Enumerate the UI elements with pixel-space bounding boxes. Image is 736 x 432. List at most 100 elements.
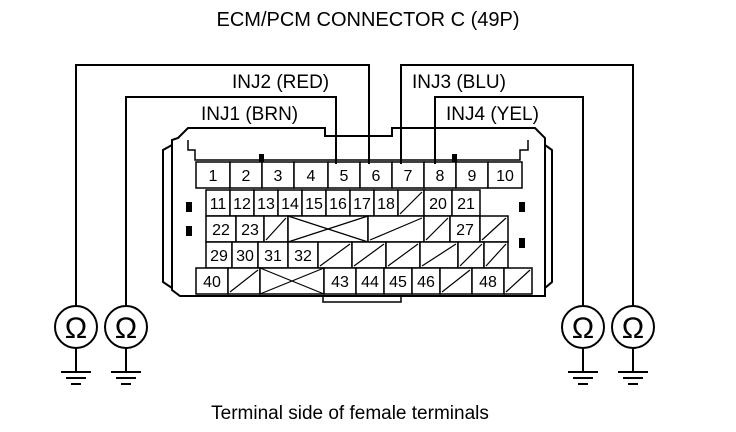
terminal-number: 5	[340, 168, 349, 185]
terminal-cell	[287, 215, 369, 243]
ohm-icon: Ω	[572, 312, 594, 345]
terminal-number: 29	[210, 248, 228, 265]
terminal-cell: 48	[471, 267, 505, 295]
terminal-number: 11	[210, 196, 227, 213]
latch-tab-left-lower	[186, 226, 192, 236]
terminal-number: 44	[361, 274, 379, 291]
terminal-cell: 5	[327, 161, 361, 189]
latch-tab-right	[519, 202, 525, 212]
terminal-cell: 46	[411, 267, 441, 295]
svg-text:INJ2 (RED): INJ2 (RED)	[232, 72, 329, 93]
terminal-cell: 8	[423, 161, 457, 189]
terminal-cell	[317, 241, 353, 269]
probe-label-inj4: INJ4 (YEL)	[442, 101, 570, 125]
ground-icon	[568, 348, 598, 385]
terminal-number: 32	[294, 248, 312, 265]
probe-label-inj1: INJ1 (BRN)	[195, 101, 325, 125]
terminal-cell: 15	[301, 189, 327, 217]
diagram-title: ECM/PCM CONNECTOR C (49P)	[217, 9, 520, 31]
terminal-cell: 13	[253, 189, 279, 217]
terminal-cell: 14	[277, 189, 303, 217]
terminal-cell: 27	[449, 215, 481, 243]
terminal-cell	[385, 241, 421, 269]
terminal-cell: 7	[391, 161, 425, 189]
terminal-cell: 30	[231, 241, 259, 269]
terminal-number: 30	[236, 248, 254, 265]
terminal-cell	[423, 215, 451, 243]
terminal-number: 3	[274, 168, 283, 185]
terminal-cell	[351, 241, 387, 269]
ground-icon	[61, 348, 91, 385]
terminal-number: 23	[241, 222, 259, 239]
terminal-cell: 11	[205, 189, 231, 217]
ohmmeter: Ω	[54, 305, 98, 385]
terminal-number: 45	[389, 274, 407, 291]
terminal-number: 13	[257, 196, 275, 213]
probe-label-inj3: INJ3 (BLU)	[408, 69, 538, 93]
terminal-number: 17	[353, 196, 371, 213]
terminal-cell: 20	[423, 189, 453, 217]
terminal-number: 15	[305, 196, 323, 213]
terminal-number: 31	[264, 248, 282, 265]
probe-label-inj2: INJ2 (RED)	[226, 69, 362, 93]
terminal-number: 48	[479, 274, 497, 291]
terminal-number: 4	[307, 168, 316, 185]
terminal-cell: 22	[205, 215, 237, 243]
latch-tab-right-lower	[519, 238, 525, 248]
terminal-number: 8	[436, 168, 445, 185]
ohm-icon: Ω	[65, 312, 87, 345]
ohmmeter: Ω	[104, 305, 148, 385]
svg-text:INJ4 (YEL): INJ4 (YEL)	[446, 104, 539, 125]
terminal-cell	[457, 241, 485, 269]
terminal-number: 7	[404, 168, 413, 185]
probe-wires	[75, 64, 634, 312]
terminal-number: 1	[209, 168, 218, 185]
terminal-cell: 29	[205, 241, 233, 269]
latch-tab-left	[186, 202, 192, 212]
terminal-cell: 3	[261, 161, 295, 189]
terminal-cell: 43	[323, 267, 357, 295]
terminal-cell: 6	[359, 161, 393, 189]
terminal-number: 12	[233, 196, 251, 213]
terminal-cell: 17	[349, 189, 375, 217]
terminal-cell: 9	[455, 161, 489, 189]
terminal-cell	[227, 267, 261, 295]
terminal-cell: 44	[355, 267, 385, 295]
terminal-cell: 18	[373, 189, 399, 217]
connector-housing	[162, 127, 553, 303]
diagram-caption: Terminal side of female terminals	[211, 403, 489, 424]
terminal-cell: 2	[229, 161, 263, 189]
terminal-cell	[367, 215, 425, 243]
terminal-number: 40	[203, 274, 221, 291]
terminal-cell	[397, 189, 425, 217]
terminal-number: 16	[329, 196, 347, 213]
terminal-cell: 21	[451, 189, 481, 217]
terminal-number: 46	[417, 274, 435, 291]
terminal-number: 9	[468, 168, 477, 185]
svg-text:INJ1 (BRN): INJ1 (BRN)	[201, 104, 298, 125]
terminal-cell: 23	[235, 215, 265, 243]
terminal-cell	[483, 241, 509, 269]
terminal-cell	[263, 215, 289, 243]
ohm-icon: Ω	[622, 312, 644, 345]
terminal-number: 27	[456, 222, 474, 239]
terminal-cell: 4	[293, 161, 329, 189]
terminal-cell: 40	[195, 267, 229, 295]
ohmmeter: Ω	[561, 305, 605, 385]
terminal-cell	[439, 267, 473, 295]
terminal-cell: 1	[195, 161, 231, 189]
terminal-cell: 16	[325, 189, 351, 217]
terminal-number: 14	[281, 196, 299, 213]
svg-text:INJ3 (BLU): INJ3 (BLU)	[412, 72, 506, 93]
terminal-number: 22	[212, 222, 230, 239]
ohmmeter: Ω	[611, 305, 655, 385]
terminal-number: 10	[496, 168, 514, 185]
terminal-number: 20	[429, 196, 447, 213]
terminal-number: 2	[242, 168, 251, 185]
terminal-cell: 32	[287, 241, 319, 269]
ohm-icon: Ω	[115, 312, 137, 345]
ground-icon	[111, 348, 141, 385]
